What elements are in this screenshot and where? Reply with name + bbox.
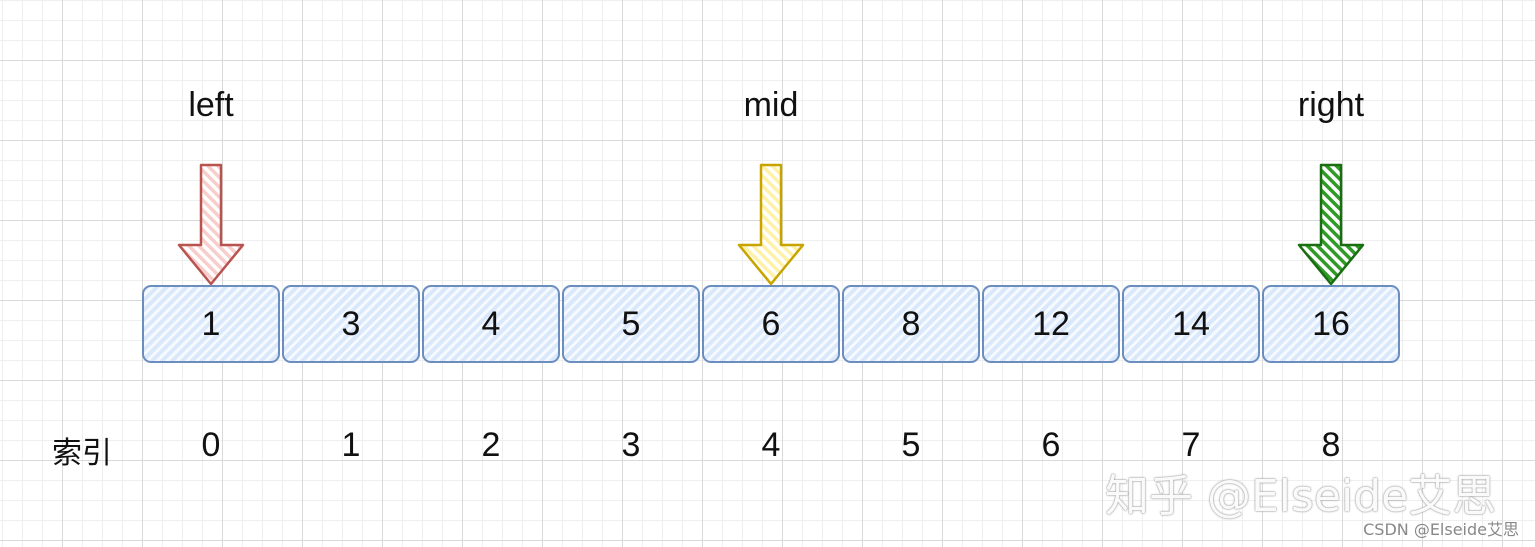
array-cell: 8: [842, 285, 980, 363]
index-label: 0: [201, 426, 221, 464]
index-title: 索引: [52, 437, 112, 470]
index-label: 6: [1041, 426, 1061, 464]
array-cell: 6: [702, 285, 840, 363]
array-cell: 14: [1122, 285, 1260, 363]
pointer-arrow-mid: [737, 163, 805, 286]
index-label: 7: [1181, 426, 1201, 464]
index-label: 2: [481, 426, 501, 464]
pointer-label-left: left: [188, 86, 234, 124]
array-cell: 4: [422, 285, 560, 363]
pointer-label-right: right: [1297, 86, 1365, 124]
watermark-zhihu: 知乎 @Elseide艾思: [1105, 471, 1497, 522]
index-label: 8: [1321, 426, 1341, 464]
index-label: 5: [901, 426, 921, 464]
index-label: 1: [341, 426, 361, 464]
array-cell: 1: [142, 285, 280, 363]
watermark-csdn: CSDN @Elseide艾思: [1363, 520, 1519, 539]
index-label: 3: [621, 426, 641, 464]
array-cell: 5: [562, 285, 700, 363]
array-cell: 16: [1262, 285, 1400, 363]
array-cell: 3: [282, 285, 420, 363]
pointer-label-mid: mid: [743, 86, 799, 124]
array-cell: 12: [982, 285, 1120, 363]
index-label: 4: [761, 426, 781, 464]
pointer-arrow-right: [1297, 163, 1365, 286]
pointer-arrow-left: [177, 163, 245, 286]
